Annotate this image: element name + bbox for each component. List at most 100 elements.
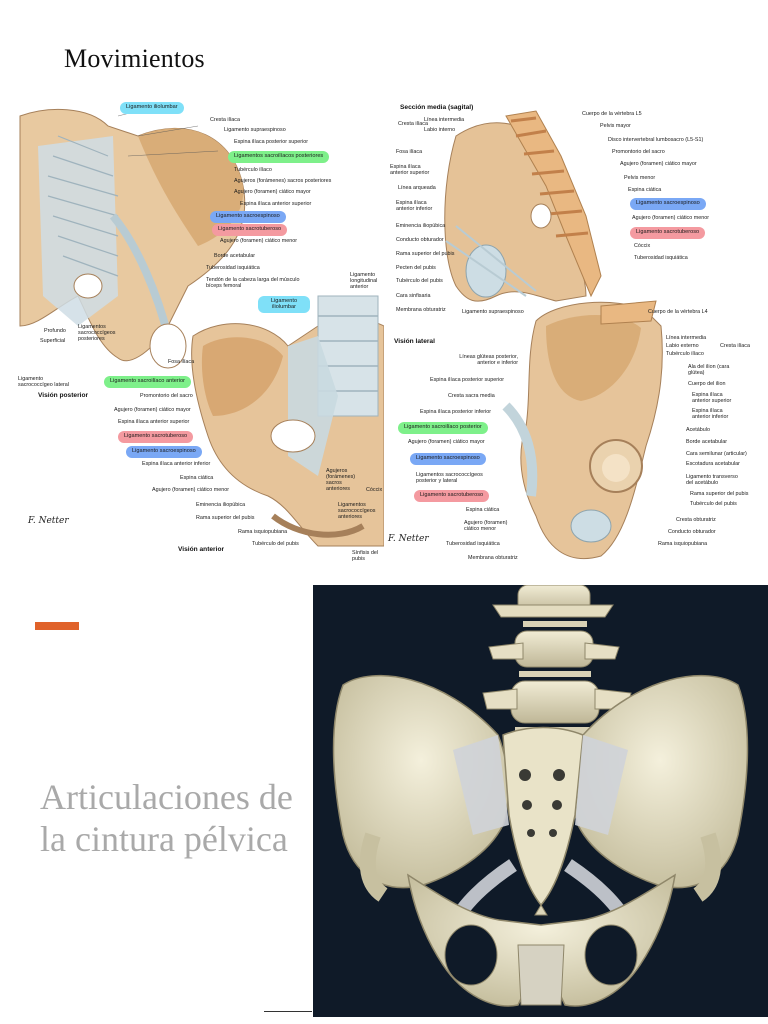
label-iliac-fossa-sagittal: Fosa ilíaca (396, 149, 423, 155)
label-superior-pubic-ramus-lateral: Rama superior del pubis (690, 491, 749, 497)
label-iliac-tubercle: Tubérculo ilíaco (234, 167, 272, 173)
label-iliac-crest-lateral: Cresta ilíaca (720, 343, 750, 349)
label-greater-sciatic-foramen-anterior: Agujero (foramen) ciático mayor (114, 407, 191, 413)
label-posterior-sacroiliac-ligaments: Ligamentos sacroilíacos posteriores (228, 151, 330, 163)
netter-signature: F. Netter (28, 516, 69, 526)
label-lesser-sciatic-foramen-lateral: Agujero (foramen) ciático menor (464, 520, 508, 532)
label-posterior-superior-iliac-spine: Espina ilíaca posterior superior (234, 139, 309, 145)
label-superficial: Superficial (40, 338, 66, 344)
label-ischiopubic-ramus: Rama isquiopubiana (238, 529, 288, 535)
label-ischial-spine-lateral: Espina ciática (466, 507, 500, 513)
label-deep: Profundo (44, 328, 66, 334)
label-greater-sciatic-foramen: Agujero (foramen) ciático mayor (234, 189, 311, 195)
label-lesser-sciatic-foramen-anterior: Agujero (foramen) ciático menor (152, 487, 229, 493)
label-obturator-canal-sagittal: Conducto obturador (396, 237, 444, 243)
label-biceps-femoris-tendon: Tendón de la cabeza larga del músculo bí… (206, 277, 300, 289)
pelvis-sagittal-lateral-illustration (444, 110, 663, 560)
label-asis-lateral: Espina ilíaca anterior superior (692, 392, 732, 404)
label-lesser-pelvis: Pelvis menor (624, 175, 656, 181)
accent-bar (35, 622, 79, 630)
label-body-of-ilium: Cuerpo del ilion (688, 381, 726, 387)
label-symphyseal-surface: Cara sinfisaria (396, 293, 431, 299)
label-iliolumbar-ligament-posterior: Ligamento iliolumbar (120, 102, 184, 114)
label-obturator-membrane-lateral: Membrana obturatriz (468, 555, 518, 561)
label-sacrospinous-ligament-anterior: Ligamento sacroespinoso (126, 446, 202, 458)
label-anterior-sacral-foramina: Agujeros (forámenes) sacros anteriores (326, 468, 356, 492)
pelvis-3d-render (313, 585, 768, 1017)
label-posterior-sacral-foramina: Agujeros (forámenes) sacros posteriores (234, 178, 332, 184)
label-superior-pubic-ramus-sagittal: Rama superior del pubis (396, 251, 455, 257)
atlas-left-panel: Ligamento iliolumbar Cresta ilíaca Ligam… (18, 96, 384, 566)
label-anterior-longitudinal-ligament: Ligamento longitudinal anterior (350, 272, 378, 290)
label-acetabular-notch: Escotadura acetabular (686, 461, 740, 467)
label-lesser-sciatic-foramen-sagittal: Agujero (foramen) ciático menor (632, 215, 709, 221)
netter-signature-right: F. Netter (388, 534, 429, 544)
label-sacrospinous-ligament-posterior: Ligamento sacroespinoso (210, 211, 286, 223)
label-psis-lateral: Espina ilíaca posterior superior (430, 377, 505, 383)
label-l5-body: Cuerpo de la vértebra L5 (582, 111, 642, 117)
label-median-sacral-crest: Cresta sacra media (448, 393, 495, 399)
label-piis-lateral: Espina ilíaca posterior inferior (420, 409, 492, 415)
label-anterior-superior-iliac-spine: Espina ilíaca anterior superior (240, 201, 312, 207)
label-pubic-tubercle: Tubérculo del pubis (252, 541, 299, 547)
label-iliopubic-eminence: Eminencia iliopúbica (196, 502, 246, 508)
footer-divider (264, 1011, 312, 1012)
label-iliac-fossa: Fosa ilíaca (168, 359, 195, 365)
label-supraspinous-ligament-lateral: Ligamento supraespinoso (462, 309, 524, 315)
label-lumbosacral-disc: Disco intervertebral lumbosacro (L5-S1) (608, 137, 704, 143)
label-pubic-tubercle-sagittal: Tubérculo del pubis (396, 278, 443, 284)
pelvis-posterior-anterior-illustration (19, 105, 384, 547)
label-coccyx-anterior: Cóccix (366, 487, 383, 493)
label-transverse-acetabular-ligament: Ligamento transverso del acetábulo (686, 474, 738, 486)
label-outer-lip: Labio externo (666, 343, 699, 349)
label-sacrospinous-ligament-lateral: Ligamento sacroespinoso (410, 453, 486, 465)
label-arcuate-line: Línea arqueada (398, 185, 436, 191)
label-iliac-crest-sagittal: Cresta ilíaca (398, 121, 428, 127)
label-iliopubic-eminence-sagittal: Eminencia iliopúbica (396, 223, 446, 229)
label-sacrotuberous-ligament-lateral: Ligamento sacrotuberoso (414, 490, 490, 502)
label-ischial-tuberosity-sagittal: Tuberosidad isquiática (634, 255, 688, 261)
label-greater-pelvis: Pelvis mayor (600, 123, 631, 129)
label-greater-sciatic-foramen-sagittal: Agujero (foramen) ciático mayor (620, 161, 697, 167)
label-aiis-anterior: Espina ilíaca anterior inferior (142, 461, 211, 467)
label-asis-anterior: Espina ilíaca anterior superior (118, 419, 190, 425)
label-sacral-promontory: Promontorio del sacro (140, 393, 193, 399)
pelvis-3d-illustration (332, 585, 749, 1007)
label-supraspinous-ligament: Ligamento supraespinoso (224, 127, 286, 133)
label-acetabular-margin-lateral: Borde acetabular (686, 439, 728, 445)
label-iliac-crest: Cresta ilíaca (210, 117, 240, 123)
caption-anterior-view: Visión anterior (178, 546, 225, 553)
label-pubic-symphysis: Sínfisis del pubis (352, 550, 379, 562)
label-coccyx-sagittal: Cóccix (634, 243, 651, 249)
label-acetabulum: Acetábulo (686, 427, 710, 433)
label-posterior-sacrococcygeal-ligaments: Ligamentos sacrococcígeos posteriores (78, 324, 116, 342)
label-iliac-tubercle-lateral: Tubérculo ilíaco (666, 351, 704, 357)
label-iliolumbar-ligament-anterior: Ligamento iliolumbar (258, 296, 310, 314)
label-sacral-promontory-sagittal: Promontorio del sacro (612, 149, 665, 155)
label-ala-of-ilium: Ala del ilion (cara glútea) (688, 364, 730, 376)
label-sacrotuberous-ligament-sagittal: Ligamento sacrotuberoso (630, 227, 706, 239)
label-gluteal-lines: Líneas glúteas posterior, anterior e inf… (459, 354, 518, 366)
label-superior-pubic-ramus: Rama superior del pubis (196, 515, 255, 521)
label-lunate-surface: Cara semilunar (articular) (686, 451, 747, 457)
label-obturator-canal-lateral: Conducto obturador (668, 529, 716, 535)
label-sacrococcygeal-ligaments-lateral: Ligamentos sacrococcígeos posterior y la… (416, 472, 483, 484)
label-sacrotuberous-ligament-anterior: Ligamento sacrotuberoso (118, 431, 194, 443)
slide-title: Movimientos (64, 44, 205, 73)
label-lesser-sciatic-foramen: Agujero (foramen) ciático menor (220, 238, 297, 244)
label-ischial-spine: Espina ciática (180, 475, 214, 481)
label-obturator-membrane-sagittal: Membrana obturatriz (396, 307, 446, 313)
label-ischial-tuberosity: Tuberosidad isquiática (206, 265, 260, 271)
label-aiis-lateral: Espina ilíaca anterior inferior (692, 408, 729, 420)
label-lateral-sacrococcygeal-ligament: Ligamento sacrococcígeo lateral (18, 376, 69, 388)
atlas-right-panel: Sección media (sagital) Cuerpo de la vér… (386, 96, 750, 566)
label-ischial-spine-sagittal: Espina ciática (628, 187, 662, 193)
slide-subtitle: Articulaciones de la cintura pélvica (40, 777, 293, 859)
label-asis-sagittal: Espina ilíaca anterior superior (390, 164, 430, 176)
label-aiis-sagittal: Espina ilíaca anterior inferior (396, 200, 433, 212)
caption-sagittal-view: Sección media (sagital) (400, 104, 474, 111)
label-intermediate-line-lateral: Línea intermedia (666, 335, 707, 341)
label-ischiopubic-ramus-lateral: Rama isquiopubiana (658, 541, 708, 547)
caption-lateral-view: Visión lateral (394, 338, 435, 345)
label-posterior-sacroiliac-ligament-lateral: Ligamento sacroilíaco posterior (398, 422, 488, 434)
